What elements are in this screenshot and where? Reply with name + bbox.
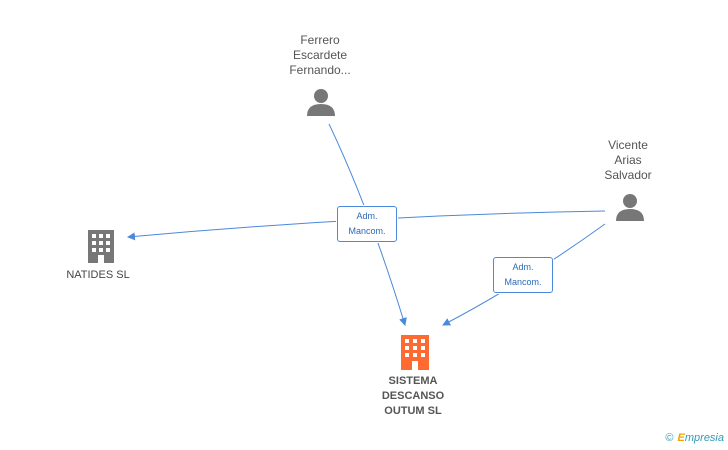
building-icon[interactable] (88, 230, 114, 263)
person-icon[interactable] (616, 194, 644, 221)
brand-logo-initial: E (677, 432, 685, 444)
company-name-natides[interactable]: NATIDES SL (66, 269, 130, 281)
copyright-symbol: © (665, 432, 674, 444)
company-name-focus[interactable]: SISTEMA DESCANSO OUTUM SL (381, 375, 445, 417)
brand-footer: ©Empresia (665, 432, 724, 444)
person-icon[interactable] (307, 89, 335, 116)
brand-logo-text: mpresia (684, 432, 724, 444)
edge-label-adm-mancom: Adm. Mancom. (493, 257, 553, 293)
building-icon[interactable] (401, 335, 429, 370)
person-name-vicente[interactable]: Vicente Arias Salvador (604, 138, 652, 182)
edge-label-adm-mancom: Adm. Mancom. (337, 206, 397, 242)
person-name-ferrero[interactable]: Ferrero Escardete Fernando... (289, 33, 351, 77)
